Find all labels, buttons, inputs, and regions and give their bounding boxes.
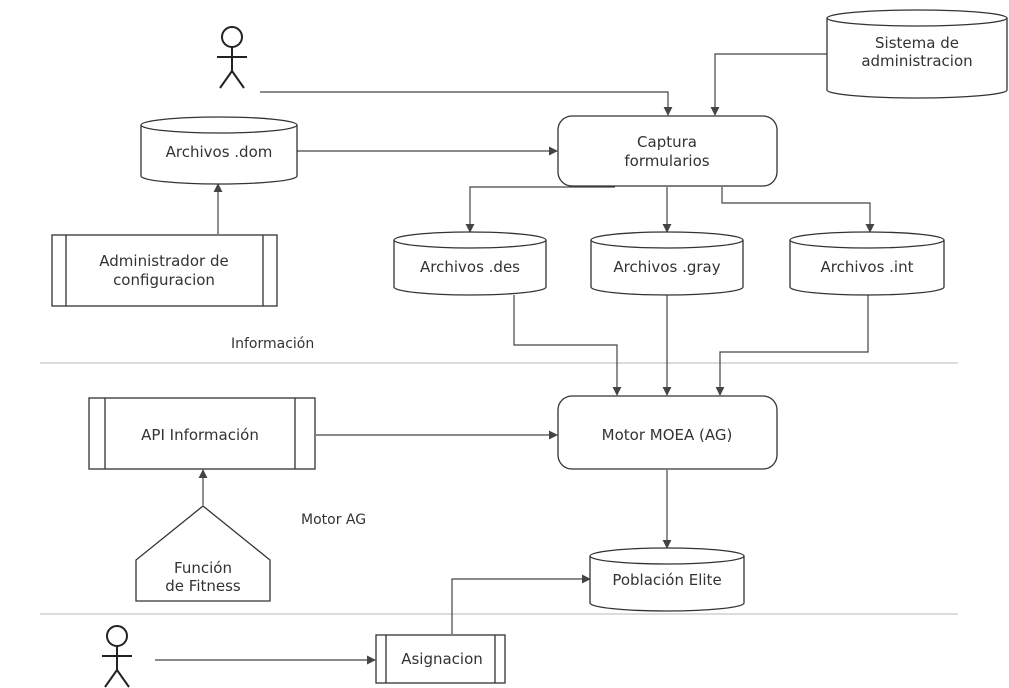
admin-config-label-line1: Administrador de [99, 252, 228, 270]
data-store-archivos-int: Archivos .int [789, 231, 945, 296]
poblacion-elite-label: Población Elite [612, 571, 721, 589]
section-label-motor-ag: Motor AG [301, 512, 366, 528]
data-store-archivos-dom: Archivos .dom [140, 116, 298, 185]
edge-des-to-motor [513, 295, 622, 396]
off-page-funcion-fitness: Función de Fitness [135, 505, 271, 602]
sistema-admin-label-line2: administracion [861, 52, 972, 70]
edge-user-to-captura [260, 91, 673, 116]
archivos-int-label: Archivos .int [821, 258, 914, 276]
sistema-admin-label-line1: Sistema de [875, 34, 959, 52]
process-motor-moea: Motor MOEA (AG) [557, 395, 778, 470]
section-label-informacion: Información [231, 336, 314, 352]
edge-asignacion-to-elite [451, 574, 591, 634]
data-store-archivos-gray: Archivos .gray [590, 231, 744, 296]
captura-label-line2: formularios [624, 152, 709, 170]
archivos-gray-label: Archivos .gray [613, 258, 720, 276]
user-actor-icon [217, 26, 247, 89]
data-store-poblacion-elite: Población Elite [589, 547, 745, 612]
api-info-label: API Información [141, 426, 259, 444]
edge-sistema-to-captura [710, 53, 827, 116]
funcion-fitness-label-line2: de Fitness [165, 577, 241, 595]
asignacion-label: Asignacion [401, 650, 483, 668]
captura-label-line1: Captura [637, 133, 697, 151]
data-store-archivos-des: Archivos .des [393, 231, 547, 296]
admin-config-label-line2: configuracion [113, 271, 215, 289]
motor-moea-label: Motor MOEA (AG) [602, 426, 733, 444]
assigner-actor-icon [102, 625, 132, 688]
funcion-fitness-label-line1: Función [174, 559, 232, 577]
edge-captura-to-des [465, 186, 615, 233]
edge-captura-to-int [721, 187, 875, 233]
archivos-dom-label: Archivos .dom [166, 143, 273, 161]
module-api-informacion: API Información [88, 397, 316, 470]
archivos-des-label: Archivos .des [420, 258, 520, 276]
data-store-sistema-administracion: Sistema de administracion [826, 9, 1008, 99]
edge-int-to-motor [715, 295, 869, 396]
module-administrador-configuracion: Administrador de configuracion [51, 234, 278, 307]
module-asignacion: Asignacion [375, 634, 506, 684]
process-captura-formularios: Captura formularios [557, 115, 778, 187]
